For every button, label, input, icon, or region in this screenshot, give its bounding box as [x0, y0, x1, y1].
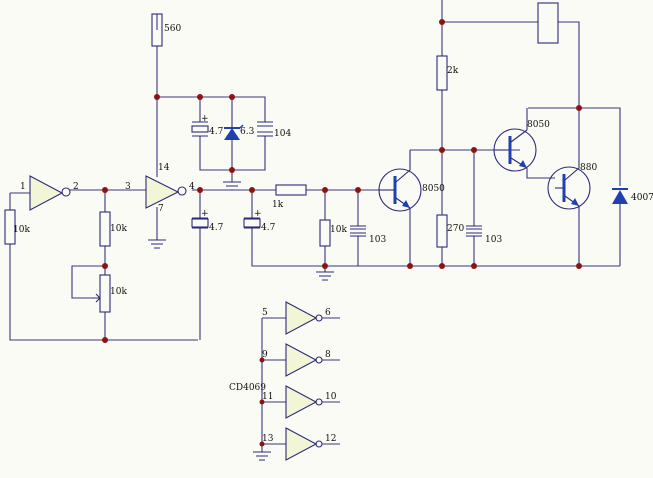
resistor-270	[436, 214, 448, 248]
pin-3: 3	[125, 182, 131, 192]
wires	[9, 0, 621, 452]
pin-labels: 1 2 3 4 14 7 5 6 9 8 11 10 13 12	[20, 163, 337, 444]
inverter-gate-5-6	[285, 301, 323, 335]
label-q3: 880	[580, 163, 597, 173]
resistors	[4, 2, 559, 313]
junction-dots	[102, 19, 582, 447]
ground-icon	[148, 239, 166, 249]
ground-icon	[316, 271, 334, 281]
capacitor-electrolytic-top: +	[191, 114, 209, 137]
label-q2: 8050	[527, 120, 550, 130]
svg-text:+: +	[201, 114, 209, 124]
capacitor-103-b	[466, 225, 482, 237]
ground-icon	[223, 181, 241, 191]
pin-12: 12	[325, 434, 336, 444]
inverter-gate-11-10	[285, 385, 323, 419]
potentiometer-10k	[99, 274, 111, 313]
label-r-270: 270	[447, 224, 464, 234]
pin-6: 6	[325, 308, 331, 318]
zener-diode	[224, 124, 244, 140]
resistor-10k-output	[319, 219, 331, 247]
capacitor-103-a	[350, 225, 366, 237]
label-r-2k: 2k	[447, 66, 459, 76]
ground-symbols	[148, 181, 334, 461]
inverter-gate-9-8	[285, 343, 323, 377]
inverter-gate-2	[145, 175, 187, 209]
transistor-q1	[378, 150, 422, 212]
svg-text:+: +	[201, 209, 209, 219]
label-c-mid: 4.7	[209, 223, 224, 233]
inverter-gate-1	[29, 175, 71, 211]
resistor-10k-input	[4, 209, 16, 245]
component-labels: 560 10k 10k 10k 2k 1k 10k 270 4.7 6.3 10…	[13, 24, 653, 393]
pin-5: 5	[262, 308, 268, 318]
label-r-1k: 1k	[272, 200, 284, 210]
label-q1: 8050	[422, 184, 445, 194]
label-r-10k-output: 10k	[330, 225, 347, 235]
label-diode: 4007	[631, 193, 653, 203]
label-c-104: 104	[274, 129, 291, 139]
label-c-series: 4.7	[261, 223, 276, 233]
pin-11: 11	[262, 392, 273, 402]
resistor-1k	[275, 184, 307, 196]
ground-icon	[253, 451, 271, 461]
resistor-10k-mid	[99, 211, 111, 247]
label-c-103-a: 103	[369, 235, 386, 245]
svg-text:+: +	[254, 209, 262, 219]
transistor-q3	[547, 160, 591, 210]
label-pot-10k: 10k	[110, 287, 127, 297]
label-r-10k-mid: 10k	[110, 224, 127, 234]
label-c-103-b: 103	[485, 235, 502, 245]
pin-2: 2	[73, 182, 79, 192]
pin-8: 8	[325, 350, 331, 360]
pin-14: 14	[158, 163, 170, 173]
potentiometer-wiper-arrow	[92, 293, 101, 303]
pin-7: 7	[158, 204, 164, 214]
capacitor-electrolytic-series: +	[243, 209, 262, 229]
capacitors: + + +	[191, 114, 482, 237]
label-chip: CD4069	[229, 383, 266, 393]
label-c-top: 4.7	[209, 127, 224, 137]
relay-coil	[537, 2, 559, 44]
pin-13: 13	[262, 434, 274, 444]
resistor-2k	[436, 55, 448, 91]
label-r-10k-input: 10k	[13, 225, 30, 235]
pin-10: 10	[325, 392, 337, 402]
capacitor-104	[257, 121, 273, 137]
inverter-gate-13-12	[285, 427, 323, 461]
capacitor-electrolytic-mid: +	[191, 209, 209, 229]
pin-4: 4	[189, 182, 195, 192]
pin-9: 9	[262, 350, 268, 360]
diode-4007	[612, 188, 628, 204]
resistor-560	[151, 13, 163, 47]
transistor-q2	[493, 128, 537, 172]
label-r-560: 560	[164, 24, 181, 34]
label-zener: 6.3	[240, 127, 255, 137]
pin-1: 1	[20, 182, 26, 192]
